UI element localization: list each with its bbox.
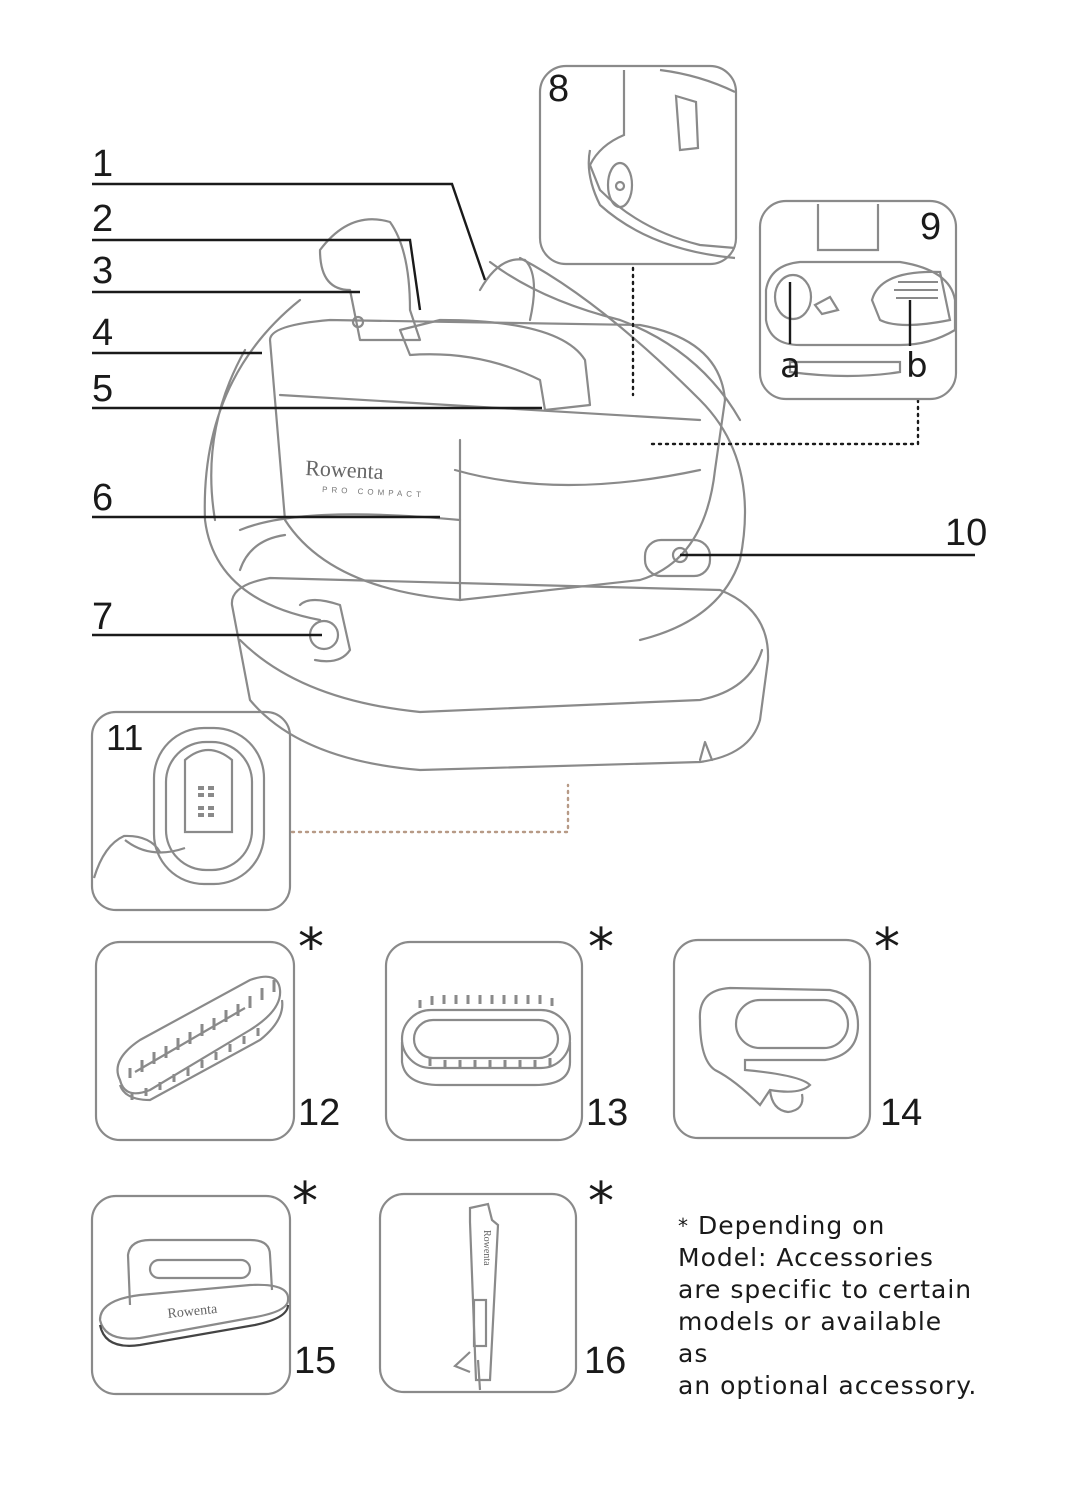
asterisk-14: * bbox=[874, 918, 900, 978]
callout-13: 13 bbox=[586, 1092, 629, 1134]
steam-head bbox=[318, 218, 422, 342]
callout-10: 10 bbox=[945, 512, 988, 554]
dotted-leader-9 bbox=[646, 398, 920, 446]
callout-14: 14 bbox=[880, 1092, 923, 1134]
note-line-2: Model: Accessories bbox=[678, 1243, 934, 1272]
inset-8 bbox=[538, 64, 738, 266]
brand-model: PRO COMPACT bbox=[322, 485, 425, 499]
inset-14 bbox=[672, 938, 872, 1140]
note-line-1-text: Depending on bbox=[697, 1211, 886, 1240]
note-line-5: an optional accessory. bbox=[678, 1371, 978, 1400]
asterisk-15: * bbox=[292, 1172, 318, 1232]
leader-1 bbox=[92, 182, 487, 281]
inset-16 bbox=[378, 1192, 578, 1394]
inset-11 bbox=[90, 710, 292, 912]
inset-9 bbox=[758, 199, 958, 401]
asterisk-13: * bbox=[588, 918, 614, 978]
brand-logo: Rowenta bbox=[305, 455, 385, 484]
leader-2 bbox=[92, 238, 422, 311]
base-inner bbox=[238, 638, 764, 714]
note-asterisk: * bbox=[678, 1214, 689, 1238]
accessory-note: * Depending on Model: Accessories are sp… bbox=[678, 1210, 978, 1402]
callout-5: 5 bbox=[92, 368, 114, 410]
callout-15: 15 bbox=[294, 1340, 337, 1382]
dotted-leader-11 bbox=[290, 783, 570, 834]
note-line-3: are specific to certain bbox=[678, 1275, 973, 1304]
callout-16: 16 bbox=[584, 1340, 627, 1382]
callout-11: 11 bbox=[106, 717, 144, 758]
asterisk-12: * bbox=[298, 918, 324, 978]
callout-12: 12 bbox=[298, 1092, 341, 1134]
callout-9: 9 bbox=[920, 206, 942, 248]
inset-15-logo: Rowenta bbox=[167, 1302, 219, 1322]
callout-9b: b bbox=[906, 346, 928, 386]
boiler-body bbox=[268, 318, 727, 602]
callout-1: 1 bbox=[92, 143, 114, 185]
callout-4: 4 bbox=[92, 312, 114, 354]
asterisk-16: * bbox=[588, 1172, 614, 1232]
callout-6: 6 bbox=[92, 477, 114, 519]
inset-16-logo: Rowenta bbox=[481, 1230, 492, 1266]
inset-12 bbox=[94, 940, 296, 1142]
callout-3: 3 bbox=[92, 250, 114, 292]
callout-7: 7 bbox=[92, 596, 114, 638]
hose bbox=[203, 298, 322, 622]
note-line-1: * Depending on bbox=[678, 1210, 978, 1242]
callout-8: 8 bbox=[548, 68, 570, 110]
inset-15 bbox=[90, 1194, 292, 1396]
inset-13 bbox=[384, 940, 584, 1142]
note-line-4: models or available as bbox=[678, 1307, 943, 1368]
callout-2: 2 bbox=[92, 198, 114, 240]
base-outline bbox=[230, 576, 770, 772]
handle bbox=[398, 318, 592, 412]
callout-9a: a bbox=[780, 346, 801, 386]
